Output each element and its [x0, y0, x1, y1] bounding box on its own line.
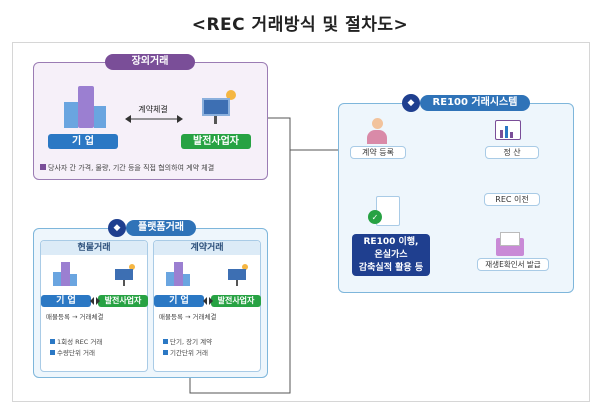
building-icon [60, 86, 110, 128]
certificate-issue-box: 재생E확인서 발급 [477, 258, 549, 271]
document-check-icon: ✓ [368, 196, 404, 230]
platform-header: 플랫폼거래 [126, 220, 196, 236]
otc-note: 당사자 간 가격, 물량, 기간 등을 직접 협의하여 계약 체결 [40, 163, 265, 173]
spot-generator-box: 발전사업자 [98, 295, 148, 307]
otc-header: 장외거래 [105, 54, 195, 70]
spot-flow: 매물등록 → 거래체결 [46, 313, 104, 321]
contract-header: 계약거래 [154, 241, 260, 255]
envelope-certificate-icon [494, 232, 526, 258]
solar-panel-icon [226, 264, 250, 286]
list-item: 1회성 REC 거래 [50, 337, 145, 348]
otc-contract-label: 계약체결 [138, 105, 168, 114]
rec-transfer-box: REC 이전 [484, 193, 540, 206]
bullet-icon [50, 350, 55, 355]
re100-logo-icon: ◆ [402, 94, 420, 112]
double-arrow-icon [90, 297, 100, 305]
spot-enterprise-box: 기 업 [41, 295, 91, 307]
contract-flow-right: 거래체결 [192, 313, 217, 321]
spot-bullets: 1회성 REC 거래 수량단위 거래 [50, 337, 145, 359]
list-item: 수량단위 거래 [50, 348, 145, 359]
building-icon [165, 262, 191, 286]
building-icon [52, 262, 78, 286]
spot-header: 현물거래 [41, 241, 147, 255]
bullet-icon [50, 339, 55, 344]
spot-flow-left: 매물등록 [46, 313, 70, 321]
list-item: 단기, 장기 계약 [163, 337, 258, 348]
solar-panel-icon [198, 90, 238, 126]
contract-flow: 매물등록 → 거래체결 [159, 313, 217, 321]
diagram-frame [12, 42, 590, 402]
bullet-icon [163, 350, 168, 355]
double-arrow-icon [203, 297, 213, 305]
report-chart-icon [493, 118, 525, 144]
list-item: 기간단위 거래 [163, 348, 258, 359]
re100-result-box: RE100 이행, 온실가스 감축실적 활용 등 [352, 234, 430, 276]
contract-enterprise-box: 기 업 [154, 295, 204, 307]
bullet-icon [40, 164, 46, 170]
double-arrow-icon [125, 115, 183, 123]
contract-bullets: 단기, 장기 계약 기간단위 거래 [163, 337, 258, 359]
re100-header: RE100 거래시스템 [420, 95, 530, 111]
contract-registration-box: 계약 등록 [350, 146, 406, 159]
otc-enterprise-box: 기 업 [48, 134, 118, 149]
otc-generator-box: 발전사업자 [181, 134, 251, 149]
otc-note-text: 당사자 간 가격, 물량, 기간 등을 직접 협의하여 계약 체결 [48, 164, 215, 172]
settlement-box: 정 산 [485, 146, 539, 159]
contract-generator-box: 발전사업자 [211, 295, 261, 307]
page-title: <REC 거래방식 및 절차도> [191, 15, 409, 35]
spot-flow-right: 거래체결 [79, 313, 104, 321]
platform-logo-icon: ◆ [108, 219, 126, 237]
person-icon [362, 118, 392, 146]
solar-panel-icon [113, 264, 137, 286]
bullet-icon [163, 339, 168, 344]
contract-flow-left: 매물등록 [159, 313, 183, 321]
